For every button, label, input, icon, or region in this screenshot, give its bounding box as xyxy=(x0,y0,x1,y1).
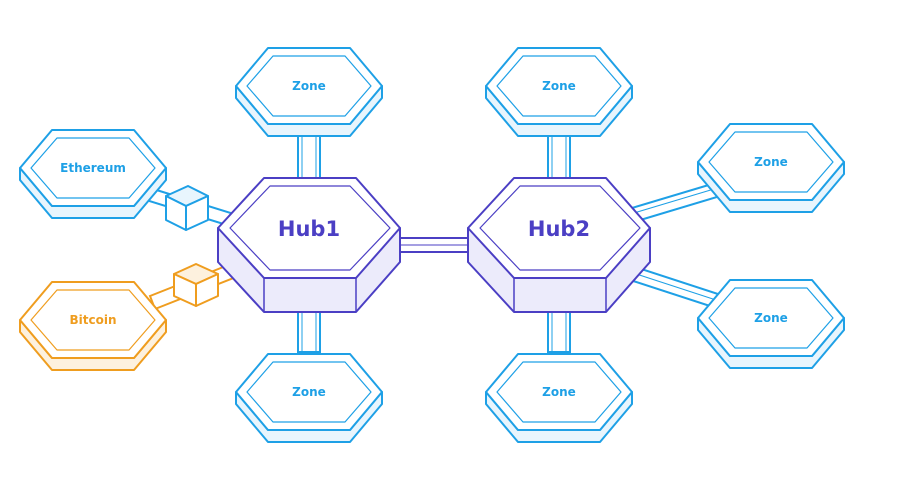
bitcoin-peg-cube xyxy=(173,263,219,307)
zone-label: Zone xyxy=(292,385,326,399)
hub1-label: Hub1 xyxy=(278,217,340,241)
zone-label: Zone xyxy=(542,385,576,399)
zone-label: Zone xyxy=(754,155,788,169)
zone-node-top-right[interactable]: Zone xyxy=(485,47,633,137)
zone-node-top-left[interactable]: Zone xyxy=(235,47,383,137)
zone-label: Zone xyxy=(292,79,326,93)
zone-node-bottom-left[interactable]: Zone xyxy=(235,353,383,443)
bitcoin-label: Bitcoin xyxy=(69,313,116,327)
connector-hub1-hub2 xyxy=(395,237,475,253)
hub1-node[interactable]: Hub1 xyxy=(217,177,401,313)
zone-label: Zone xyxy=(754,311,788,325)
hub2-label: Hub2 xyxy=(528,217,590,241)
ethereum-peg-cube xyxy=(165,185,209,231)
zone-node-right-lower[interactable]: Zone xyxy=(697,279,845,369)
ethereum-zone-node[interactable]: Ethereum xyxy=(19,129,167,219)
zone-node-right-upper[interactable]: Zone xyxy=(697,123,845,213)
ethereum-label: Ethereum xyxy=(60,161,126,175)
zone-label: Zone xyxy=(542,79,576,93)
hub2-node[interactable]: Hub2 xyxy=(467,177,651,313)
connector-hub2-zone-right-upper xyxy=(630,182,719,223)
bitcoin-zone-node[interactable]: Bitcoin xyxy=(19,281,167,371)
zone-node-bottom-right[interactable]: Zone xyxy=(485,353,633,443)
